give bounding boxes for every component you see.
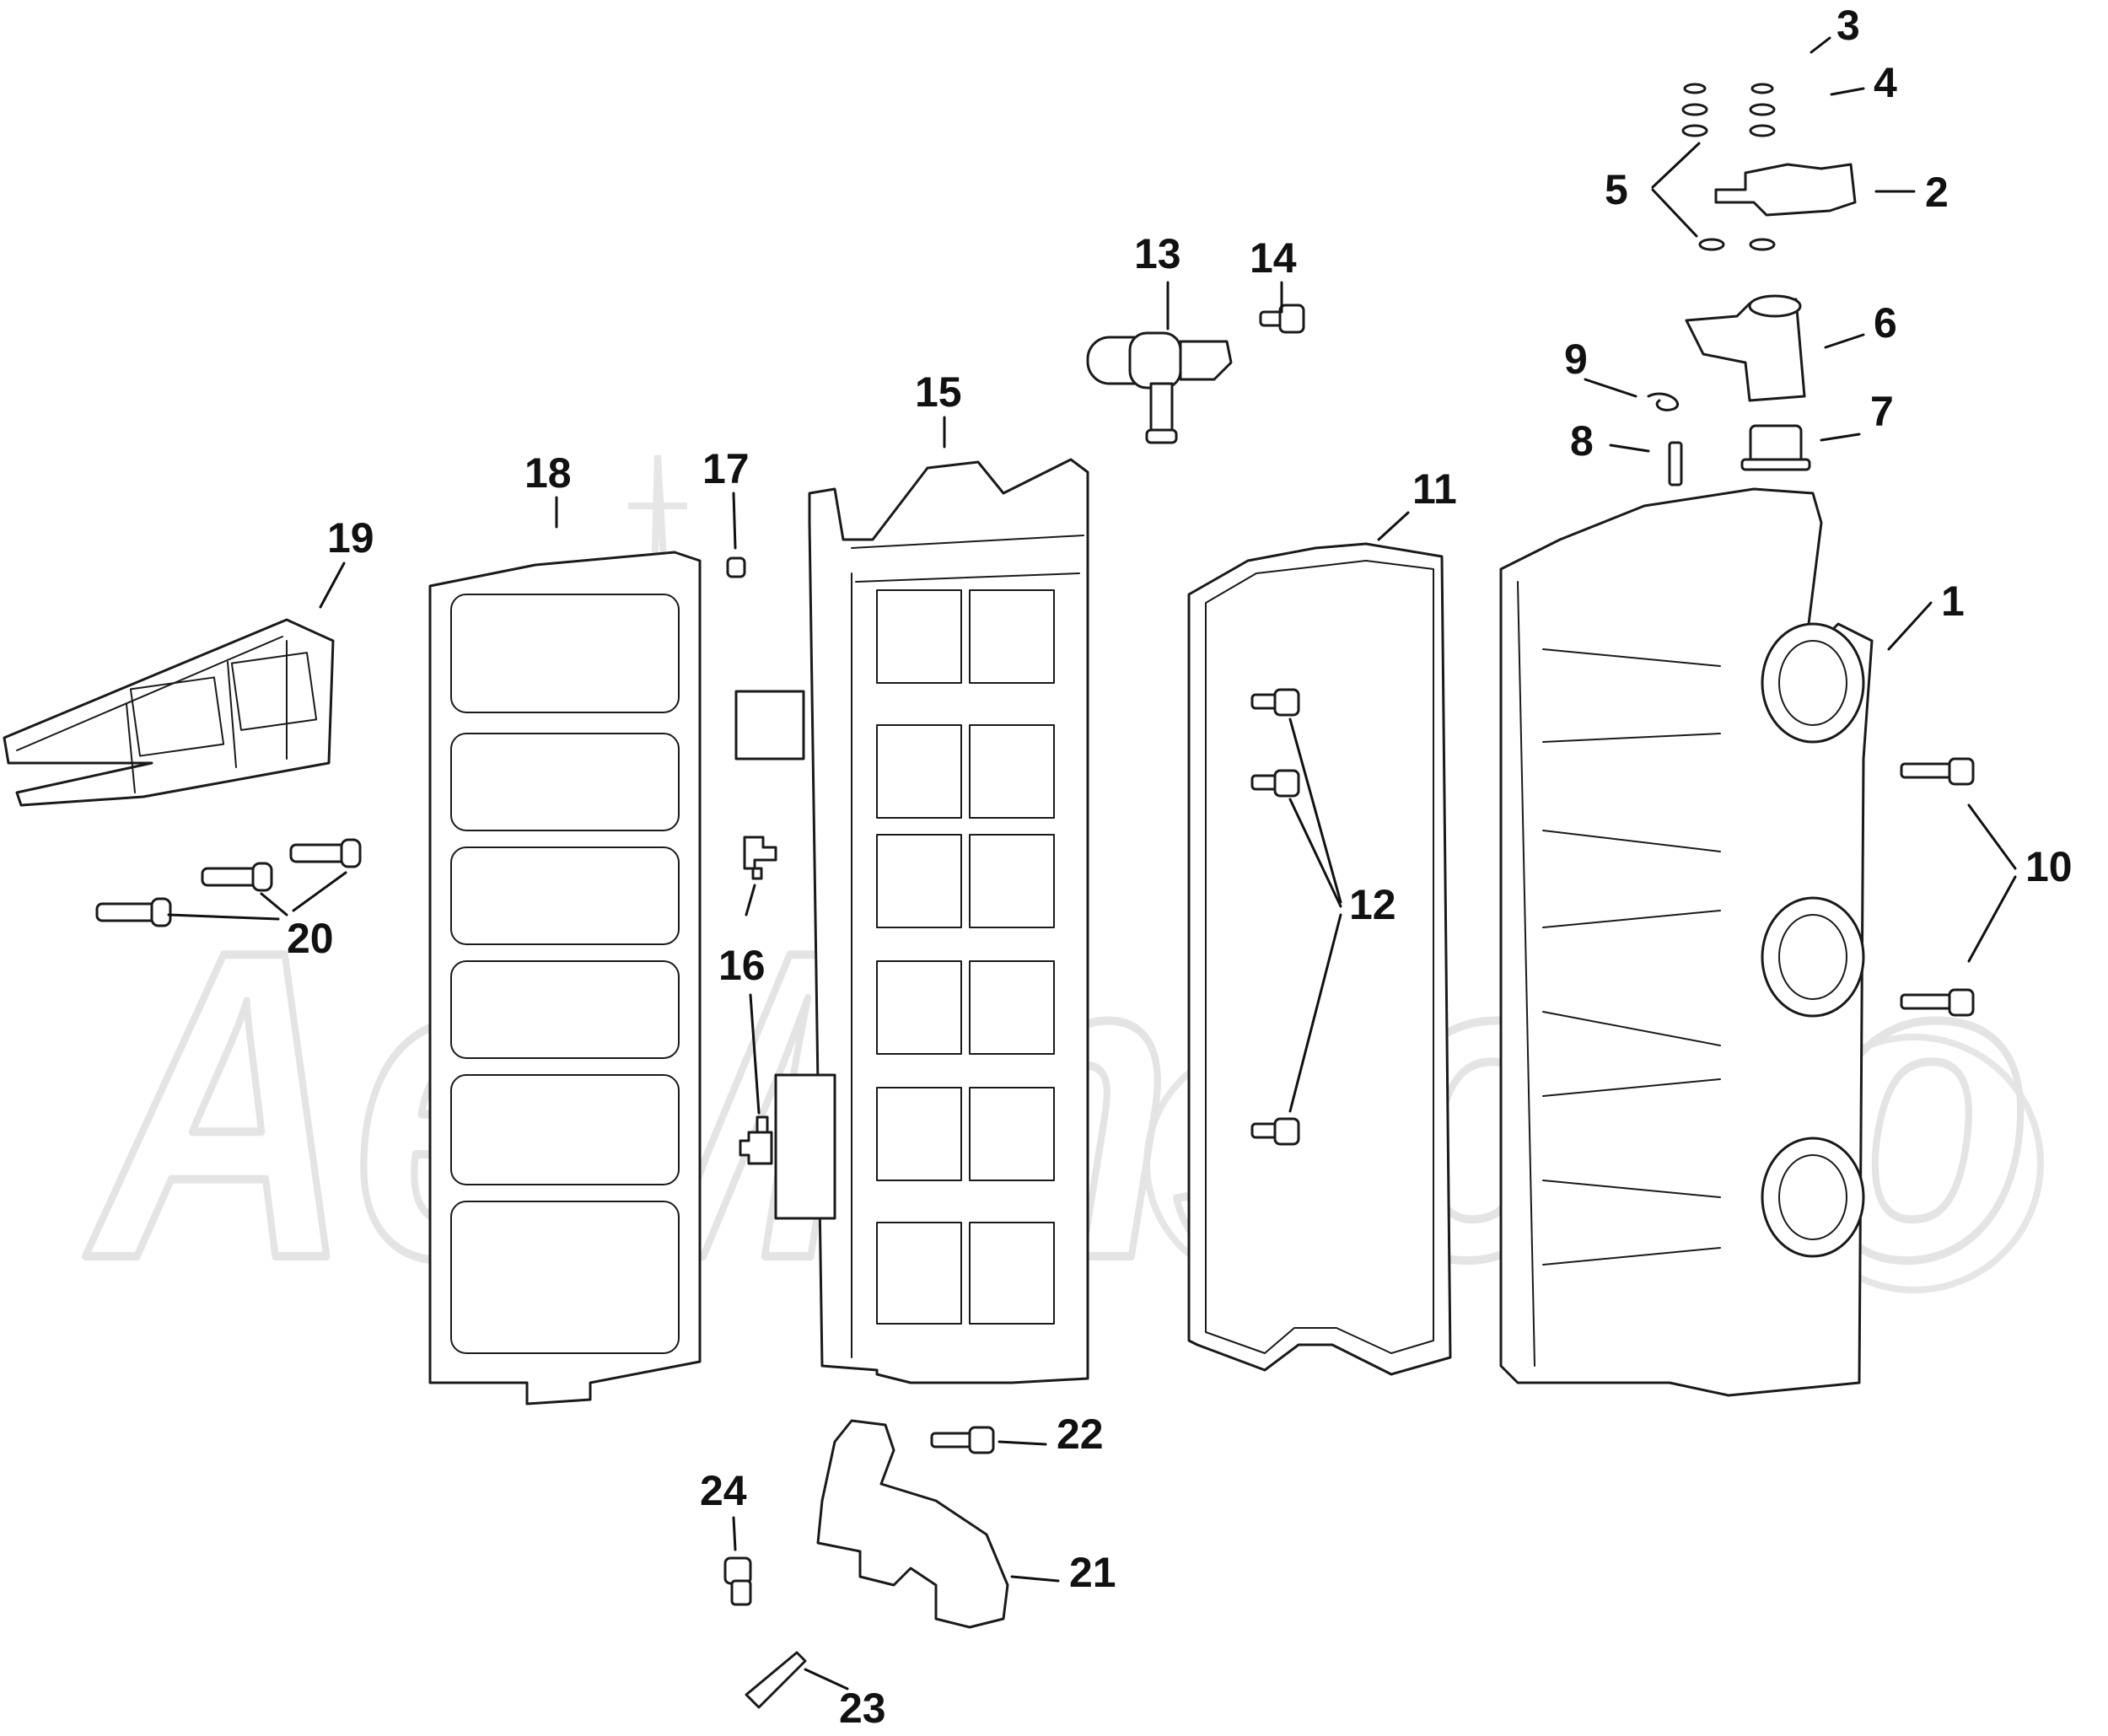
throttle-components-parts-2-9 — [1647, 83, 1857, 486]
leader-12a — [1288, 718, 1342, 904]
leader-19 — [319, 562, 346, 609]
leader-20c — [167, 913, 280, 921]
callout-5: 5 — [1605, 166, 1628, 213]
callout-20: 20 — [287, 915, 334, 962]
bolts-part-10 — [1900, 757, 1975, 1017]
reed-block-part-19 — [3, 618, 335, 807]
callout-15: 15 — [915, 368, 962, 416]
callout-6: 6 — [1874, 299, 1897, 347]
leader-1 — [1887, 601, 1933, 651]
leader-12b — [1288, 798, 1342, 908]
callout-7: 7 — [1870, 388, 1894, 435]
callout-12: 12 — [1349, 881, 1396, 928]
leader-22 — [998, 1440, 1047, 1446]
leader-23 — [804, 1668, 849, 1690]
bolt-part-22 — [930, 1426, 995, 1454]
leader-24 — [732, 1516, 737, 1551]
callout-3: 3 — [1836, 2, 1860, 49]
callout-13: 13 — [1134, 230, 1181, 277]
callout-9: 9 — [1564, 336, 1588, 383]
leader-16a — [745, 884, 756, 916]
screws-part-20 — [95, 838, 362, 927]
callout-8: 8 — [1570, 417, 1594, 465]
intake-manifold-part-1 — [1499, 487, 1874, 1397]
leader-8 — [1609, 443, 1650, 453]
leader-17 — [732, 492, 737, 550]
callout-1: 1 — [1941, 578, 1965, 625]
leader-12c — [1288, 913, 1342, 1113]
sensor-part-13 — [1086, 331, 1233, 444]
bolts-part-12 — [1250, 688, 1300, 1146]
clip-part-23 — [745, 1651, 807, 1709]
fittings-part-16-17 — [726, 556, 777, 1165]
callout-4: 4 — [1874, 59, 1897, 106]
leader-lines — [167, 36, 2017, 1690]
callout-22: 22 — [1057, 1411, 1104, 1458]
callout-24: 24 — [700, 1467, 747, 1514]
gasket-part-11 — [1187, 542, 1452, 1376]
leader-10a — [1967, 804, 2017, 870]
leader-11 — [1377, 511, 1410, 541]
callout-labels: 1 2 3 4 5 6 7 8 9 10 11 12 13 14 15 16 1… — [287, 2, 2073, 1732]
leader-3 — [1810, 36, 1831, 54]
bolt-part-24 — [723, 1556, 752, 1606]
callout-19: 19 — [327, 514, 374, 562]
leader-5a — [1651, 142, 1701, 189]
leader-4 — [1830, 87, 1865, 96]
bracket-part-21 — [816, 1419, 1009, 1629]
leader-9 — [1584, 378, 1637, 398]
callout-2: 2 — [1925, 169, 1949, 216]
reed-plate-part-15 — [734, 458, 1089, 1384]
leader-20b — [260, 892, 288, 916]
callout-23: 23 — [839, 1685, 886, 1732]
callout-11: 11 — [1412, 465, 1457, 513]
bolt-part-14 — [1259, 304, 1305, 334]
callout-14: 14 — [1250, 234, 1297, 282]
leader-21 — [1010, 1575, 1060, 1583]
leader-10b — [1967, 875, 2017, 963]
leader-5b — [1651, 188, 1698, 238]
callout-17: 17 — [702, 445, 750, 492]
leader-6 — [1824, 333, 1865, 349]
callout-21: 21 — [1069, 1549, 1116, 1596]
leader-7 — [1820, 433, 1861, 442]
gasket-part-18 — [428, 551, 702, 1405]
leader-16b — [749, 993, 761, 1115]
callout-18: 18 — [524, 449, 572, 497]
leader-20a — [292, 871, 347, 912]
callout-10: 10 — [2025, 843, 2073, 890]
callout-16: 16 — [718, 942, 766, 989]
